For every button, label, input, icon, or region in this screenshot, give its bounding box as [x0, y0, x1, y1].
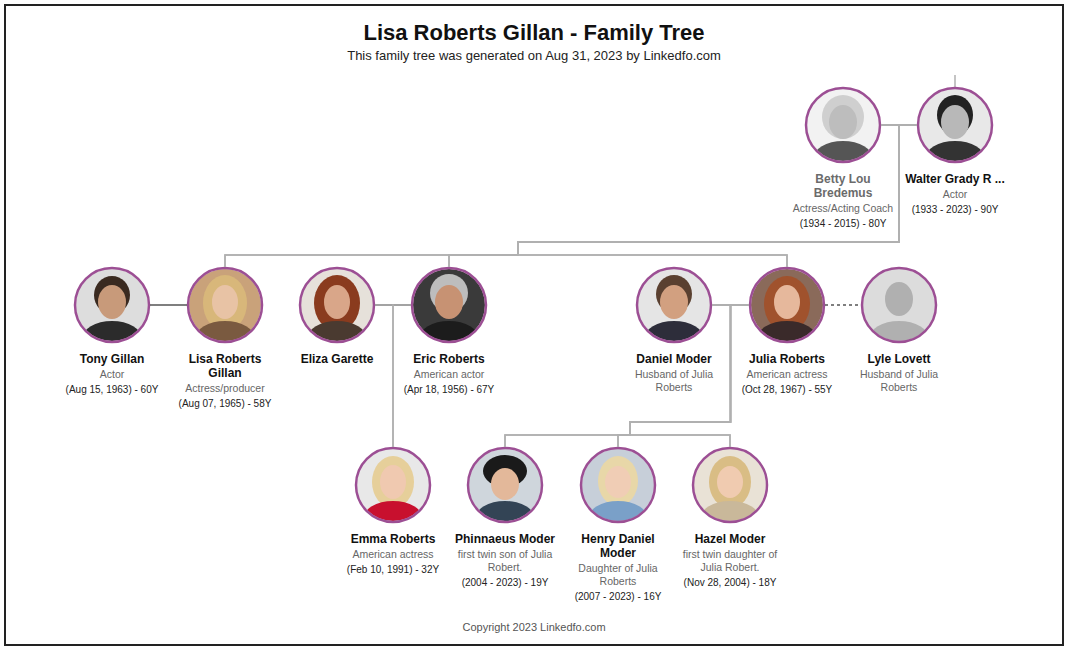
person-node: Emma RobertsAmerican actress (Feb 10, 199… [339, 447, 447, 576]
person-name: Eliza Garette [283, 352, 391, 366]
portrait [467, 447, 543, 537]
person-dates: (Feb 10, 1991) - 32Y [339, 564, 447, 576]
portrait [299, 267, 375, 357]
subtitle: This family tree was generated on Aug 31… [0, 48, 1068, 64]
spouse-line [825, 304, 861, 306]
person-dates: (Oct 28, 1967) - 55Y [733, 384, 841, 396]
person-role: Actor [901, 188, 1009, 201]
person-name: Phinnaeus Moder [451, 532, 559, 546]
person-name: Hazel Moder [676, 532, 784, 546]
person-node: Lyle LovettHusband of Julia Roberts [845, 267, 953, 394]
person-dates: (Nov 28, 2004) - 18Y [676, 577, 784, 589]
portrait-slot [339, 447, 447, 523]
parent-child-line [393, 305, 411, 447]
person-role: first twin daughter of Julia Robert. [676, 548, 784, 574]
parent-child-line [225, 125, 917, 267]
copyright: Copyright 2023 Linkedfo.com [0, 620, 1068, 634]
portrait [861, 267, 937, 357]
person-role: American actress [733, 368, 841, 381]
portrait-slot [676, 447, 784, 523]
parent-child-line [225, 125, 899, 267]
parent-child-line [518, 125, 899, 267]
portrait-slot [283, 267, 391, 343]
person-role: first twin son of Julia Robert. [451, 548, 559, 574]
portrait-slot [901, 87, 1009, 163]
portrait [692, 447, 768, 537]
parent-child-line [505, 305, 749, 447]
person-name: Lisa Roberts Gillan [171, 352, 279, 380]
portrait [749, 267, 825, 357]
person-name: Julia Roberts [733, 352, 841, 366]
portrait [917, 87, 993, 177]
person-name: Tony Gillan [58, 352, 166, 366]
person-dates: (1933 - 2023) - 90Y [901, 204, 1009, 216]
portrait-slot [395, 267, 503, 343]
portrait [187, 267, 263, 357]
person-dates: (Aug 15, 1963) - 60Y [58, 384, 166, 396]
person-node: Daniel ModerHusband of Julia Roberts [620, 267, 728, 394]
portrait-slot [171, 267, 279, 343]
portrait [74, 267, 150, 357]
person-role: Husband of Julia Roberts [845, 368, 953, 394]
portrait [805, 87, 881, 177]
person-dates: (Aug 07, 1965) - 58Y [171, 398, 279, 410]
portrait-slot [789, 87, 897, 163]
portrait-slot [845, 267, 953, 343]
person-name: Betty Lou Bredemus [789, 172, 897, 200]
parent-child-line [505, 305, 731, 447]
person-dates: (1934 - 2015) - 80Y [789, 218, 897, 230]
person-node: Phinnaeus Moder first twin son of Julia R… [451, 447, 559, 589]
parent-child-line [518, 125, 917, 267]
person-node: Henry Daniel ModerDaughter of Julia Robe… [564, 447, 672, 603]
portrait-slot [564, 447, 672, 523]
person-dates: (2007 - 2023) - 16Y [564, 591, 672, 603]
person-role: Daughter of Julia Roberts [564, 562, 672, 588]
spouse-line [150, 304, 187, 306]
person-node: Julia RobertsAmerican actress (Oct 28, 19… [733, 267, 841, 396]
diagram-title: Lisa Roberts Gillan - Family Tree [0, 20, 1068, 46]
parent-child-line [618, 305, 731, 447]
person-node: Walter Grady R ... Actor (1933 - 2023) - 9… [901, 87, 1009, 216]
person-role: American actress [339, 548, 447, 561]
person-dates: (2004 - 2023) - 19Y [451, 577, 559, 589]
portrait-slot [733, 267, 841, 343]
portrait [580, 447, 656, 537]
portrait [355, 447, 431, 537]
page-frame [5, 5, 1063, 645]
person-name: Eric Roberts [395, 352, 503, 366]
person-role: Actor [58, 368, 166, 381]
portrait [411, 267, 487, 357]
ancestor-stub [954, 75, 956, 87]
portrait-slot [58, 267, 166, 343]
portrait [636, 267, 712, 357]
person-node: Lisa Roberts GillanActress/producer (Aug … [171, 267, 279, 410]
person-role: American actor [395, 368, 503, 381]
parent-child-line [449, 125, 899, 267]
person-name: Walter Grady R ... [901, 172, 1009, 186]
person-role: Actress/Acting Coach [789, 202, 897, 215]
person-node: Eric RobertsAmerican actor (Apr 18, 1956)… [395, 267, 503, 396]
person-node: Eliza Garette [283, 267, 391, 366]
parent-child-line [618, 305, 749, 447]
person-dates: (Apr 18, 1956) - 67Y [395, 384, 503, 396]
parent-child-line [375, 305, 393, 447]
person-name: Henry Daniel Moder [564, 532, 672, 560]
person-role: Actress/producer [171, 382, 279, 395]
person-node: Tony GillanActor (Aug 15, 1963) - 60Y [58, 267, 166, 396]
person-node: Hazel Moder first twin daughter of Julia … [676, 447, 784, 589]
person-name: Emma Roberts [339, 532, 447, 546]
portrait-slot [620, 267, 728, 343]
person-node: Betty Lou BredemusActress/Acting Coach (1… [789, 87, 897, 230]
person-role: Husband of Julia Roberts [620, 368, 728, 394]
person-name: Lyle Lovett [845, 352, 953, 366]
portrait-slot [451, 447, 559, 523]
person-name: Daniel Moder [620, 352, 728, 366]
parent-child-line [449, 125, 917, 267]
